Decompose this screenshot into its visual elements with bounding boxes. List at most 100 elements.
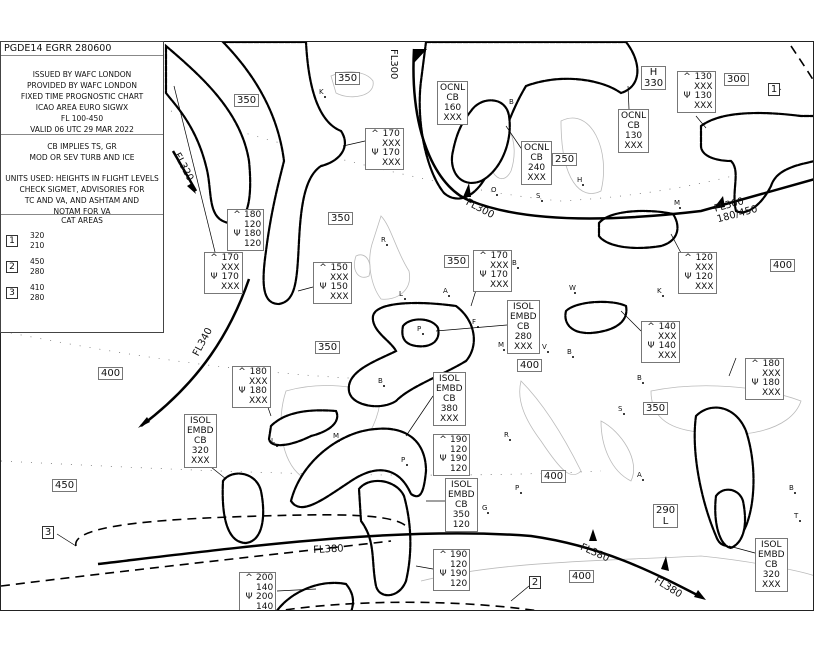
cloud-area (164, 43, 252, 225)
cb-label-line: CB (765, 560, 778, 570)
icing-icon: Ψ (684, 272, 692, 282)
centre-type: H (649, 67, 658, 78)
cloud-area (714, 488, 747, 550)
ice-base: 120 (450, 578, 468, 589)
icing-icon: Ψ (233, 229, 241, 239)
ice-top: 170 (490, 270, 508, 280)
cat-area-top: 450 (30, 257, 45, 266)
chart-legend: PGDE14 EGRR 280600 ISSUED BY WAFC LONDON… (0, 41, 164, 333)
tropopause-height-box: 400 (517, 359, 543, 372)
spacer (242, 603, 256, 611)
cat-area-base: 210 (30, 241, 45, 250)
tropopause-height-box: 400 (541, 470, 567, 483)
turb-top: 170 (221, 253, 239, 263)
cloud-area (267, 409, 339, 447)
spacer (235, 397, 249, 407)
cat-area-top: 410 (30, 283, 45, 292)
turb-base: 120 (450, 444, 468, 455)
turbulence-icon: ^ (683, 72, 691, 82)
ice-base: 120 (450, 463, 468, 474)
cb-label-line: EMBD (758, 550, 785, 560)
city-marker: T (794, 512, 802, 522)
cb-label-line: 240 (527, 163, 546, 173)
cat-area-marker: 1 (768, 83, 780, 96)
turb-base: XXX (490, 260, 509, 271)
ice-top: 130 (694, 91, 712, 101)
cb-label-line: 120 (452, 520, 470, 530)
cb-label-line: CB (446, 93, 459, 103)
city-marker: G (482, 504, 490, 514)
issue-line: PROVIDED BY WAFC LONDON (26, 81, 137, 90)
spacer (680, 102, 694, 112)
jet-stream-fl300 (412, 48, 813, 220)
city-marker: B (567, 348, 574, 358)
cb-label-line: EMBD (187, 426, 214, 436)
turbulence-icon: ^ (319, 263, 327, 273)
cb-label-line: CB (455, 500, 468, 510)
turb-base: XXX (249, 376, 268, 387)
turb-top: 140 (658, 322, 676, 332)
chart-id: PGDE14 EGRR 280600 (1, 42, 163, 56)
cat-area-id: 3 (6, 287, 18, 299)
note-line (1, 163, 163, 173)
issue-line: ICAO AREA EURO SIGWX (35, 103, 129, 112)
turbulence-icon: ^ (371, 129, 379, 139)
cb-label-line: XXX (527, 173, 546, 183)
turb-base: 120 (244, 219, 262, 230)
turb-base: XXX (762, 368, 781, 379)
city-marker: M (333, 432, 341, 442)
ice-top: 190 (450, 569, 468, 579)
ice-top: 180 (249, 386, 267, 396)
icing-icon: Ψ (319, 282, 327, 292)
tropopause-height-box: 350 (328, 212, 354, 225)
issue-line: FIXED TIME PROGNOSTIC CHART (20, 92, 144, 101)
city-marker: A (637, 471, 644, 481)
cb-label-line: OCNL (440, 83, 466, 93)
icing-icon: Ψ (371, 148, 379, 158)
cb-label-line: CB (627, 121, 640, 131)
cat-area-marker: 2 (529, 576, 541, 589)
tropopause-height-box: 400 (770, 259, 796, 272)
cat-area-top: 320 (30, 231, 45, 240)
ice-top: 190 (450, 454, 468, 464)
ice-top: 180 (244, 229, 262, 239)
ice-base: XXX (382, 157, 401, 168)
turb-base: XXX (221, 262, 240, 273)
note-line: NOTAM FOR VA (53, 207, 111, 216)
spacer (436, 580, 450, 590)
jet-stream-fl340 (140, 278, 251, 427)
ice-top: 120 (695, 272, 713, 282)
issue-line: FL 100-450 (60, 114, 104, 123)
spacer (316, 293, 330, 303)
cb-label-line: ISOL (513, 302, 534, 312)
map-graphics (1, 42, 813, 610)
cb-label-line: ISOL (761, 540, 782, 550)
ice-top: 140 (658, 341, 676, 351)
city-marker: A (443, 287, 450, 297)
city-marker: V (542, 343, 549, 353)
jet-streams (97, 48, 813, 599)
icing-icon: Ψ (751, 378, 759, 388)
cat-area-base: 280 (30, 293, 45, 302)
city-marker: B (509, 98, 516, 108)
cb-label-line: 380 (440, 404, 458, 414)
city-marker: M (498, 341, 506, 351)
city-marker: W (569, 284, 576, 294)
icing-icon: Ψ (210, 272, 218, 282)
ice-base: XXX (330, 291, 349, 302)
cb-label-line: 350 (452, 510, 470, 520)
city-marker: B (789, 484, 796, 494)
cloud-area (221, 472, 265, 545)
tropopause-height-box: 300 (724, 73, 750, 86)
icing-icon: Ψ (683, 91, 691, 101)
tropopause-height-box: 350 (643, 402, 669, 415)
turb-top: 150 (330, 263, 348, 273)
